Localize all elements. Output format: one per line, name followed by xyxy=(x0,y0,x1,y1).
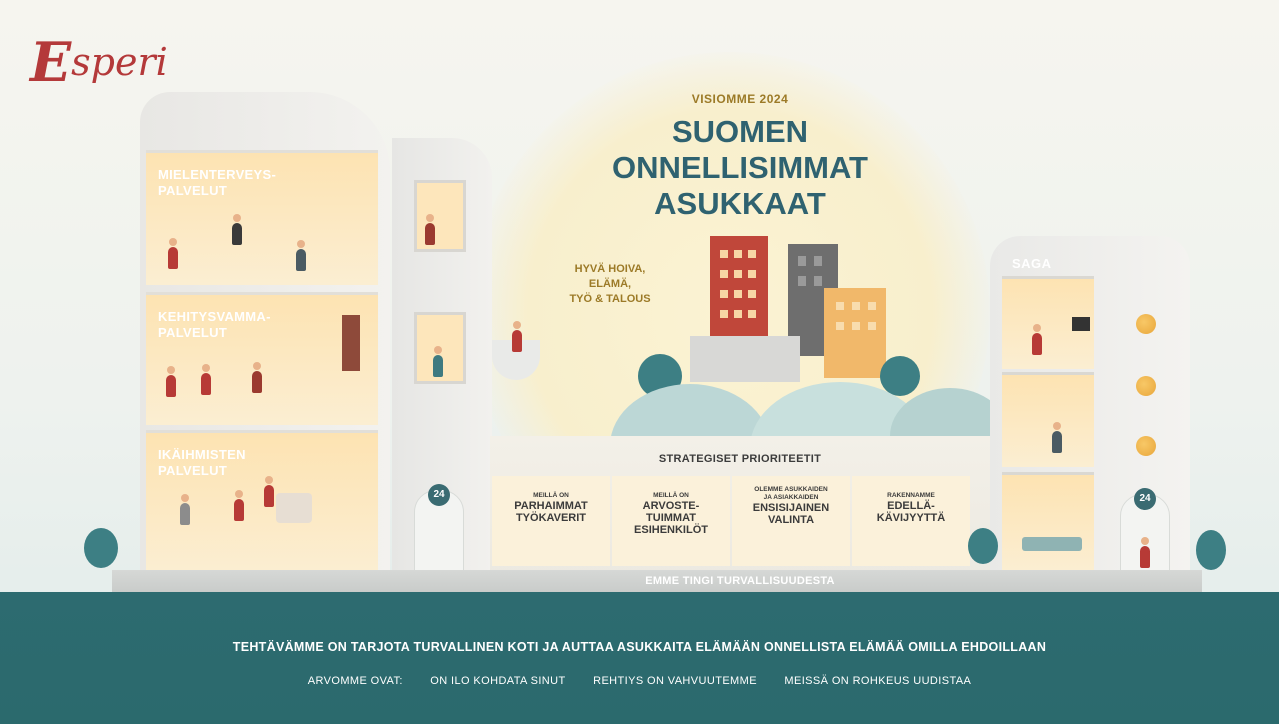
tv xyxy=(1072,317,1090,331)
safety-text: EMME TINGI TURVALLISUUDESTA xyxy=(645,575,835,587)
mission-statement: TEHTÄVÄMME ON TARJOTA TURVALLINEN KOTI J… xyxy=(232,640,1047,654)
vision-title: SUOMEN ONNELLISIMMAT ASUKKAAT xyxy=(560,114,920,222)
service-label: IKÄIHMISTEN PALVELUT xyxy=(158,447,246,479)
person-figure xyxy=(1032,324,1042,355)
person-figure xyxy=(168,238,178,269)
service-label: KEHITYSVAMMA- PALVELUT xyxy=(158,309,271,341)
tree xyxy=(1196,530,1226,570)
priority-small-text: OLEMME ASUKKAIDEN JA ASIAKKAIDEN xyxy=(754,486,828,501)
round-window xyxy=(1136,436,1156,456)
goals-line: ELÄMÄ, xyxy=(588,278,632,290)
goals-line: HYVÄ HOIVA, xyxy=(574,263,646,275)
right-window xyxy=(1002,472,1094,571)
badge-24: 24 xyxy=(428,484,450,506)
person-figure xyxy=(166,366,176,397)
priority-small-text: MEILLÄ ON xyxy=(653,492,689,499)
value-item: MEISSÄ ON ROHKEUS UUDISTAA xyxy=(784,675,972,687)
tower-window xyxy=(414,312,466,384)
person-figure xyxy=(425,214,435,245)
person-figure xyxy=(433,346,443,377)
service-panel-elderly: IKÄIHMISTEN PALVELUT xyxy=(146,430,378,573)
person-figure xyxy=(296,240,306,271)
table xyxy=(1022,537,1082,551)
logo-letter: E xyxy=(30,30,72,94)
esperi-logo: Esperi xyxy=(30,30,168,94)
priority-card: MEILLÄ ON PARHAIMMAT TYÖKAVERIT xyxy=(492,476,610,566)
person-figure xyxy=(180,494,190,525)
values-row: ARVOMME OVAT: ON ILO KOHDATA SINUT REHTI… xyxy=(0,675,1279,687)
vision-kicker: VISIOMME 2024 xyxy=(691,92,789,106)
service-label-line1: IKÄIHMISTEN xyxy=(158,447,246,462)
goals-line: TYÖ & TALOUS xyxy=(569,293,651,305)
person-figure xyxy=(252,362,262,393)
service-label: MIELENTERVEYS- PALVELUT xyxy=(158,167,276,199)
priority-big-text: EDELLÄ- KÄVIJYYTTÄ xyxy=(876,500,946,524)
value-item: REHTIYS ON VAHVUUTEMME xyxy=(593,675,757,687)
colonnade xyxy=(690,336,800,382)
service-label-line2: PALVELUT xyxy=(158,463,228,478)
round-window xyxy=(1136,314,1156,334)
priority-card: RAKENNAMME EDELLÄ- KÄVIJYYTTÄ xyxy=(852,476,970,566)
logo-text: speri xyxy=(71,40,168,84)
tree xyxy=(968,528,998,564)
tower-windows xyxy=(720,250,876,330)
service-label-line2: PALVELUT xyxy=(158,183,228,198)
service-panel-disability: KEHITYSVAMMA- PALVELUT xyxy=(146,292,378,425)
round-window xyxy=(1136,376,1156,396)
telescope-person xyxy=(512,321,522,352)
value-item: ON ILO KOHDATA SINUT xyxy=(430,675,566,687)
person-figure xyxy=(201,364,211,395)
priority-big-text: ENSISIJAINEN VALINTA xyxy=(752,502,830,526)
service-label-line1: MIELENTERVEYS- xyxy=(158,167,277,182)
values-label: ARVOMME OVAT: xyxy=(307,675,403,687)
badge-24: 24 xyxy=(1134,488,1156,510)
right-window xyxy=(1002,372,1094,467)
priority-small-text: MEILLÄ ON xyxy=(533,492,569,499)
bookshelf xyxy=(342,315,360,371)
city-illustration xyxy=(610,236,1000,446)
priority-big-text: ARVOSTE- TUIMMAT ESIHENKILÖT xyxy=(634,500,708,536)
hill xyxy=(610,384,770,446)
service-label-line1: KEHITYSVAMMA- xyxy=(158,309,271,324)
tree xyxy=(880,356,920,396)
service-label-line2: PALVELUT xyxy=(158,325,228,340)
person-figure xyxy=(232,214,242,245)
person-figure xyxy=(264,476,274,507)
saga-label: SAGA xyxy=(1012,256,1052,271)
person-figure xyxy=(234,490,244,521)
vision-title-line: ONNELLISIMMAT xyxy=(611,150,868,185)
priority-small-text: RAKENNAMME xyxy=(887,492,935,499)
tree xyxy=(84,528,118,568)
hill xyxy=(750,382,930,446)
person-figure xyxy=(1052,422,1062,453)
priority-card: OLEMME ASUKKAIDEN JA ASIAKKAIDEN ENSISIJ… xyxy=(732,476,850,566)
tower-orange xyxy=(824,288,886,378)
tower-window xyxy=(414,180,466,252)
hill xyxy=(890,388,1000,446)
person-figure xyxy=(1140,537,1150,568)
vision-goals: HYVÄ HOIVA, ELÄMÄ, TYÖ & TALOUS xyxy=(555,262,665,307)
priority-big-text: PARHAIMMAT TYÖKAVERIT xyxy=(514,500,588,524)
priorities-heading: STRATEGISET PRIORITEETIT xyxy=(658,453,822,465)
safety-strip xyxy=(112,570,1202,592)
vision-title-line: ASUKKAAT xyxy=(654,186,826,221)
footer-band xyxy=(0,592,1279,724)
right-window xyxy=(1002,276,1094,369)
service-panel-mental-health: MIELENTERVEYS- PALVELUT xyxy=(146,150,378,285)
vision-title-line: SUOMEN xyxy=(671,114,809,149)
bed xyxy=(276,493,312,523)
priority-card: MEILLÄ ON ARVOSTE- TUIMMAT ESIHENKILÖT xyxy=(612,476,730,566)
